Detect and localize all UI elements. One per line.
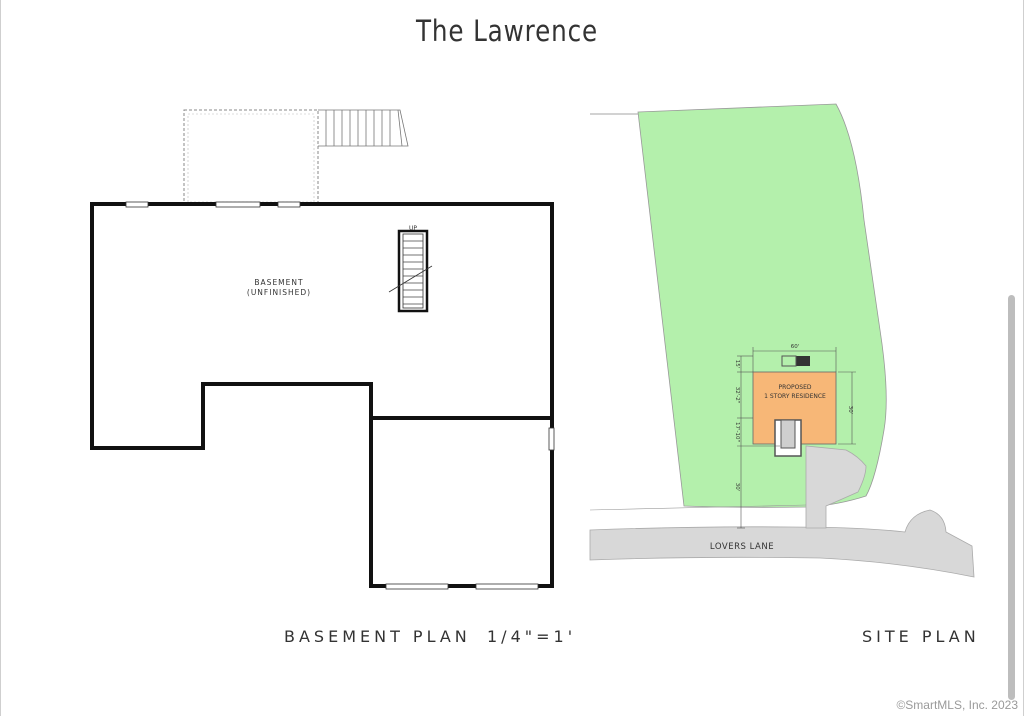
scale-caption: 1/4"=1' <box>487 627 577 646</box>
site-plan: PROPOSED 1 STORY RESIDENCE 60' 30' 15' 3… <box>589 103 975 578</box>
lot-area <box>637 103 887 508</box>
dim-left-1: 32'-2" <box>734 387 740 404</box>
garage-outline <box>369 418 554 588</box>
dim-depth: 30' <box>847 406 853 415</box>
site-plan-caption: SITE PLAN <box>862 627 980 646</box>
dim-width: 60' <box>791 344 800 350</box>
stair-up-label: UP <box>409 225 417 232</box>
interior-stairs: UP <box>388 225 433 313</box>
deck-stairs <box>318 109 409 147</box>
dimension-lines <box>737 347 856 529</box>
dim-left-2: 17'-10" <box>734 422 740 442</box>
house-label-1: PROPOSED <box>778 384 811 391</box>
page-title: The Lawrence <box>416 14 598 48</box>
road-label: LOVERS LANE <box>710 542 774 552</box>
basement-sublabel: (UNFINISHED) <box>247 288 311 297</box>
dim-front: 30' <box>734 483 740 492</box>
basement-outline <box>90 202 554 450</box>
basement-plan: UP BASEMENT (UNFINISHED) <box>90 109 555 590</box>
driveway <box>805 445 867 529</box>
deck-block <box>796 356 810 366</box>
vertical-scrollbar[interactable] <box>1008 295 1015 700</box>
house-label-2: 1 STORY RESIDENCE <box>764 393 826 400</box>
road <box>589 509 975 578</box>
deck-outline <box>183 109 319 205</box>
dim-rear: 15' <box>734 360 740 369</box>
basement-label: BASEMENT <box>254 278 303 287</box>
basement-plan-caption: BASEMENT PLAN <box>284 627 471 646</box>
left-edge <box>0 0 1 716</box>
copyright-notice: ©SmartMLS, Inc. 2023 <box>896 698 1018 712</box>
